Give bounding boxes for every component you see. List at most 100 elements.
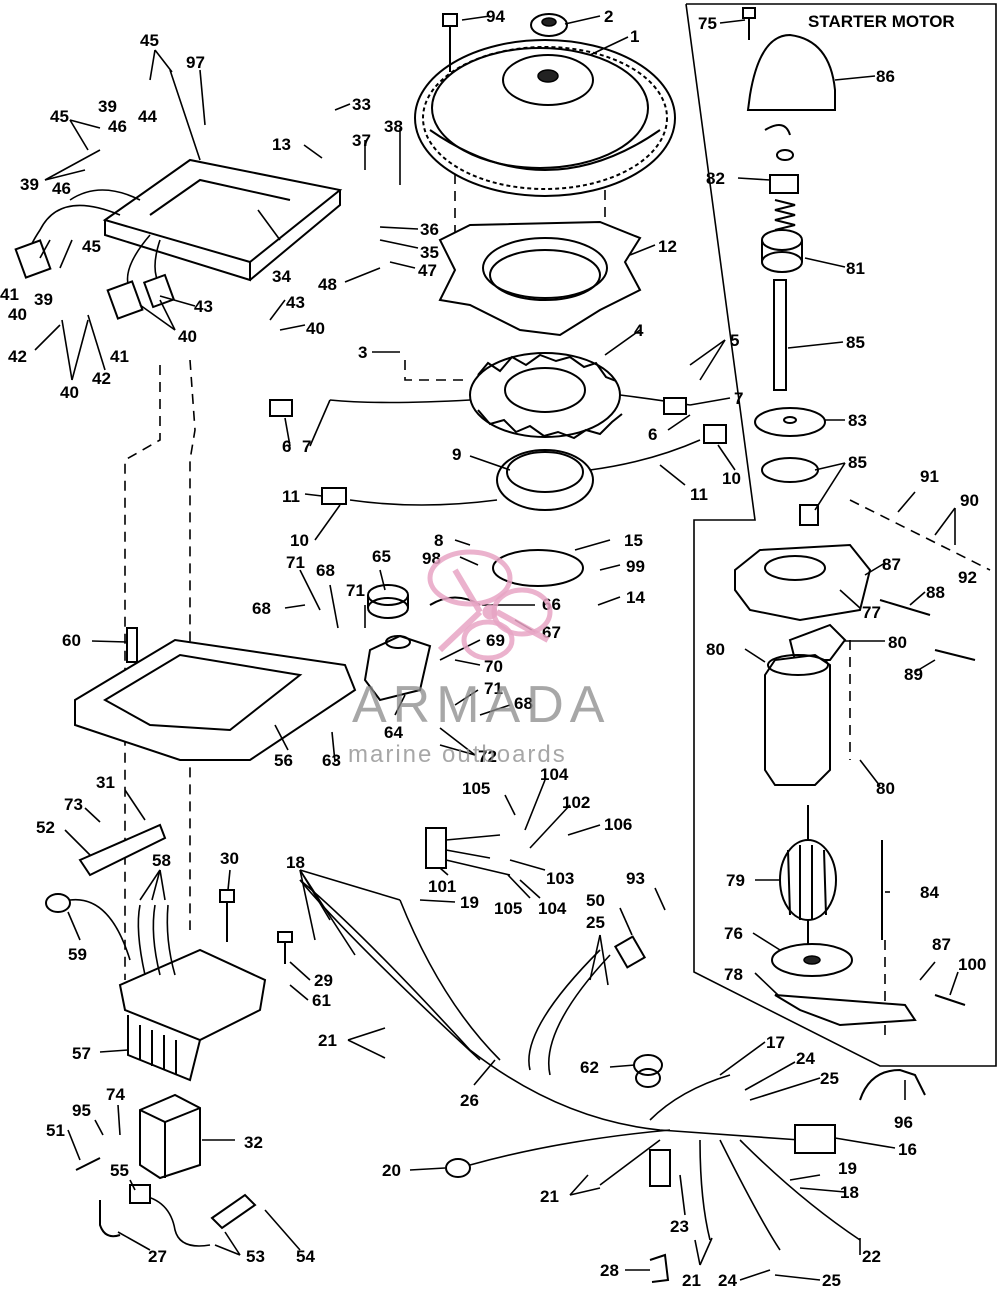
callout-19: 19 [460, 893, 479, 912]
callout-20: 20 [382, 1161, 401, 1180]
terminal-89-part [934, 649, 976, 661]
callout-53: 53 [246, 1247, 265, 1266]
callout-105: 105 [494, 899, 522, 918]
callout-59: 59 [68, 945, 87, 964]
callout-30: 30 [220, 849, 239, 868]
callout-5: 5 [730, 331, 739, 350]
callout-38: 38 [384, 117, 403, 136]
callout-28: 28 [600, 1261, 619, 1280]
callout-34: 34 [272, 267, 291, 286]
callout-77: 77 [862, 603, 881, 622]
callout-91: 91 [920, 467, 939, 486]
callout-11: 11 [282, 487, 300, 506]
boot-54-part [210, 1193, 257, 1230]
callout-99: 99 [626, 557, 645, 576]
callout-96: 96 [894, 1113, 913, 1132]
callout-47: 47 [418, 261, 437, 280]
callout-16: 16 [898, 1140, 917, 1159]
callout-22: 22 [862, 1247, 881, 1266]
retaining-ring-part [492, 549, 584, 587]
callout-1: 1 [630, 27, 639, 46]
callout-6: 6 [648, 425, 657, 444]
wiring-harness-part [299, 879, 861, 1251]
callout-85: 85 [848, 453, 867, 472]
callout-39: 39 [98, 97, 117, 116]
stud-60-part [126, 627, 138, 663]
callout-35: 35 [420, 243, 439, 262]
callout-73: 73 [64, 795, 83, 814]
callout-103: 103 [546, 869, 574, 888]
callout-24: 24 [796, 1049, 815, 1068]
bolt-100-part [934, 994, 966, 1006]
callout-29: 29 [314, 971, 333, 990]
callout-11: 11 [690, 485, 708, 504]
starter-panel-border [685, 3, 997, 1067]
callout-81: 81 [846, 259, 865, 278]
callout-88: 88 [926, 583, 945, 602]
callout-94: 94 [486, 7, 505, 26]
boot-55-part [129, 1184, 211, 1247]
callout-64: 64 [384, 723, 403, 742]
callout-43: 43 [194, 297, 213, 316]
callout-21: 21 [540, 1187, 559, 1206]
callout-97: 97 [186, 53, 205, 72]
callout-50: 50 [586, 891, 605, 910]
callout-70: 70 [484, 657, 503, 676]
callout-37: 37 [352, 131, 371, 150]
armature-housing-part [764, 653, 831, 786]
callout-10: 10 [290, 531, 309, 550]
callout-93: 93 [626, 869, 645, 888]
watermark: ARMADA marine outboards [348, 549, 604, 768]
pinion-81-part [761, 229, 803, 273]
callout-12: 12 [658, 237, 677, 256]
callout-15: 15 [624, 531, 643, 550]
callout-60: 60 [62, 631, 81, 650]
callout-72: 72 [478, 747, 497, 766]
end-frame-77-part [734, 543, 872, 622]
callout-52: 52 [36, 818, 55, 837]
callout-13: 13 [272, 135, 291, 154]
ignition-coil-32-part [139, 1093, 201, 1180]
callout-75: 75 [698, 14, 717, 33]
callout-18: 18 [286, 853, 305, 872]
bolt-75-part [742, 7, 756, 40]
callout-56: 56 [274, 751, 293, 770]
callout-54: 54 [296, 1247, 315, 1266]
callout-39: 39 [20, 175, 39, 194]
callout-42: 42 [8, 347, 27, 366]
callout-55: 55 [110, 1161, 129, 1180]
callout-36: 36 [420, 220, 439, 239]
starter-cap-86-part [746, 33, 836, 111]
alignment-line-f [849, 499, 991, 571]
callout-2: 2 [604, 7, 613, 26]
callout-7: 7 [734, 389, 743, 408]
callout-80: 80 [888, 633, 907, 652]
callout-40: 40 [178, 327, 197, 346]
callout-40: 40 [8, 305, 27, 324]
callout-74: 74 [106, 1085, 125, 1104]
callouts: 1 2 94 33 13 37 38 45 97 39 44 45 46 39 … [0, 7, 986, 1290]
callout-21: 21 [318, 1031, 337, 1050]
callout-45: 45 [50, 107, 69, 126]
electrical-bracket-part [74, 638, 357, 761]
callout-65: 65 [372, 547, 391, 566]
bolt-94-part [442, 13, 458, 72]
callout-26: 26 [460, 1091, 479, 1110]
callout-76: 76 [724, 924, 743, 943]
callout-43: 43 [286, 293, 305, 312]
callout-19: 19 [838, 1159, 857, 1178]
clip-96-part [859, 1068, 926, 1101]
callout-85: 85 [846, 333, 865, 352]
sleeve-65-part [367, 584, 409, 619]
stator-part [269, 352, 691, 440]
strap-62-part [633, 1054, 663, 1076]
callout-106: 106 [604, 815, 632, 834]
callout-9: 9 [452, 445, 461, 464]
callout-46: 46 [52, 179, 71, 198]
flywheel-part [414, 39, 676, 197]
callout-8: 8 [434, 531, 443, 550]
callout-21: 21 [682, 1271, 701, 1290]
callout-46: 46 [108, 117, 127, 136]
